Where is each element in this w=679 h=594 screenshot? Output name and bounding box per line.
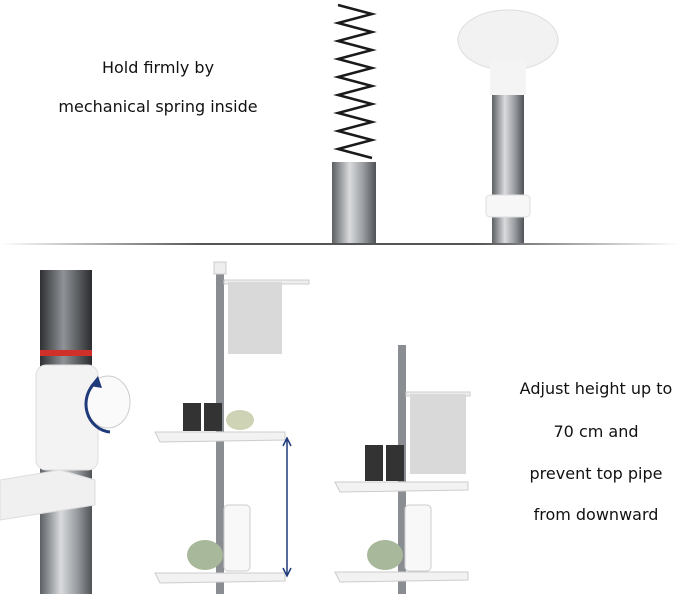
shelf-unit-extended-image xyxy=(154,261,310,594)
top-cap-image xyxy=(457,9,559,243)
spring-caption-line-2: mechanical spring inside xyxy=(58,97,258,116)
height-caption-line-2: 70 cm and xyxy=(553,422,639,441)
section-divider xyxy=(0,243,679,245)
height-caption-line-1: Adjust height up to xyxy=(519,379,673,398)
height-caption-line-3: prevent top pipe xyxy=(529,464,663,483)
shelf-unit-compact-image xyxy=(334,345,471,594)
knob-closeup-image xyxy=(0,270,131,594)
spring-caption-line-1: Hold firmly by xyxy=(101,58,215,77)
spring-image xyxy=(332,3,377,243)
height-caption-line-4: from downward xyxy=(533,505,659,524)
